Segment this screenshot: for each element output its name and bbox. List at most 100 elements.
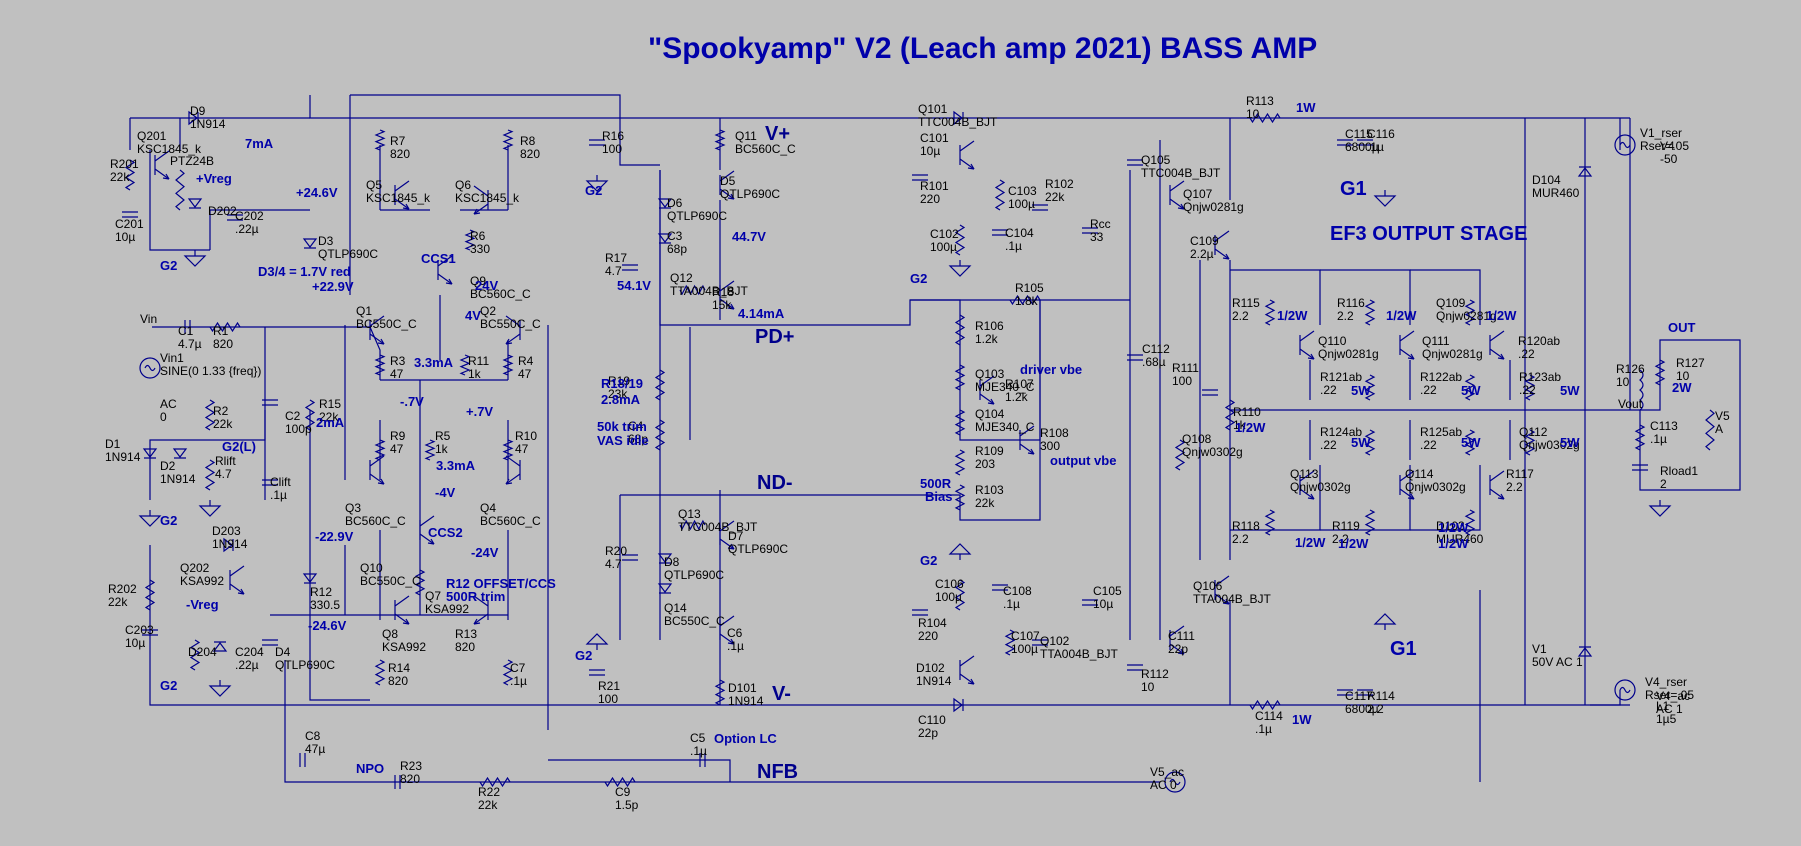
ground-label: G2	[585, 183, 602, 198]
component-ref: R4	[518, 354, 534, 368]
component-value: .1µ	[1650, 432, 1667, 446]
component-value: 2.2	[1506, 480, 1523, 494]
capacitor-symbol	[992, 584, 1008, 591]
component-value: QTLP690C	[664, 568, 724, 582]
component-value: 33	[1090, 230, 1104, 244]
ground-symbol	[1373, 613, 1397, 630]
annotation-text: 5W	[1351, 435, 1371, 450]
component-ref: Q3	[345, 501, 361, 515]
transistor-arrow	[1027, 448, 1035, 455]
source-wave	[1619, 686, 1631, 694]
component-ref: R107	[1005, 377, 1034, 391]
component-ref: R103	[975, 483, 1004, 497]
component-value: 4.7	[605, 264, 622, 278]
component-ref: R113	[1246, 94, 1274, 108]
component-ref: R2	[213, 404, 229, 418]
component-value: 6800µ	[1345, 702, 1379, 716]
component-value: .22	[1420, 438, 1437, 452]
component-ref: V5	[1715, 409, 1730, 423]
component-value: TTC004B_BJT	[678, 520, 758, 534]
resistor-symbol	[954, 579, 966, 611]
transistor-arrow	[473, 618, 481, 625]
resistor-symbol	[954, 224, 966, 256]
capacitor-symbol	[262, 399, 278, 406]
annotation-text: D3/4 = 1.7V red	[258, 264, 351, 279]
component-ref: C115	[1345, 127, 1373, 141]
resistor-symbol	[1224, 399, 1236, 431]
resistor-symbol	[604, 776, 636, 788]
component-ref: Q108	[1182, 432, 1212, 446]
annotation-text: 5W	[1560, 435, 1580, 450]
resistor-symbol	[654, 419, 666, 451]
component-value: Qnjw0281g	[1318, 347, 1379, 361]
component-ref: R117	[1506, 467, 1534, 481]
component-value: 10µ	[1093, 597, 1113, 611]
component-ref: C105	[1093, 584, 1122, 598]
component-ref: Q201	[137, 129, 167, 143]
component-ref: R10	[515, 429, 537, 443]
component-ref: Vin1	[160, 351, 184, 365]
component-value: 4.7	[215, 467, 232, 481]
component-ref: Q11	[735, 129, 757, 143]
component-value: 1N914	[105, 450, 141, 464]
resistor-symbol	[1464, 509, 1476, 536]
annotation-text: 1/2W	[1386, 308, 1417, 323]
component-ref: C2	[285, 409, 301, 423]
resistor-symbol	[654, 369, 666, 401]
transistor-arrow	[505, 478, 513, 485]
transistor-arrow	[967, 163, 975, 170]
capacitor-symbol	[1082, 599, 1098, 606]
transistor-symbol	[959, 655, 975, 685]
component-value: .1µ	[510, 674, 527, 688]
transistor-symbol	[394, 180, 410, 210]
component-ref: Q110	[1318, 334, 1347, 348]
component-value: 0	[160, 410, 167, 424]
component-ref: C1	[178, 324, 194, 338]
component-value: .22	[1519, 383, 1536, 397]
component-value: 22k	[319, 410, 339, 424]
voltage-source-symbol	[1614, 679, 1636, 701]
ground-symbol	[1648, 500, 1672, 517]
component-ref: C8	[305, 729, 321, 743]
component-value: 22k	[478, 798, 498, 812]
component-value: BC560C_C	[735, 142, 796, 156]
component-value: TTA004B_BJT	[1040, 647, 1118, 661]
component-ref: D203	[212, 524, 241, 538]
component-value: 6800µ	[1345, 140, 1379, 154]
resistor-symbol	[1249, 112, 1281, 124]
component-value: 100µ	[930, 240, 957, 254]
component-ref: R17	[605, 251, 627, 265]
component-ref: V5_ac	[1150, 765, 1184, 779]
resistor-symbol	[464, 229, 476, 251]
component-value: 2.2	[1332, 532, 1349, 546]
component-value: MUR460	[1436, 532, 1484, 546]
transistor-symbol	[229, 565, 245, 595]
resistor-symbol	[1464, 429, 1476, 456]
component-ref: C117	[1345, 689, 1373, 703]
component-ref: R105	[1015, 281, 1044, 295]
component-value: 100µ	[1008, 197, 1035, 211]
resistor-symbol	[414, 569, 426, 596]
component-ref: R16	[602, 129, 624, 143]
resistor-symbol	[144, 579, 156, 611]
component-ref: R22	[478, 785, 500, 799]
component-value: 220	[918, 629, 938, 643]
component-value: .1µ	[1255, 722, 1272, 736]
component-value: MJE340_C	[975, 380, 1035, 394]
resistor-symbol	[1634, 424, 1646, 451]
component-value: Rser=.05	[1640, 139, 1689, 153]
ground-symbol	[183, 250, 207, 267]
resistor-symbol	[1654, 359, 1666, 386]
component-ref: C9	[615, 785, 631, 799]
component-ref: C116	[1367, 127, 1395, 141]
resistor-symbol	[679, 519, 706, 531]
component-ref: R20	[605, 544, 627, 558]
component-value: .68µ	[1142, 355, 1166, 369]
transistor-symbol	[419, 515, 435, 545]
capacitor-symbol	[1337, 689, 1353, 696]
component-ref: C108	[1003, 584, 1032, 598]
resistor-symbol	[714, 129, 726, 151]
component-value: QTLP690C	[667, 209, 727, 223]
component-value: BC560C_C	[345, 514, 406, 528]
wire	[369, 326, 381, 380]
